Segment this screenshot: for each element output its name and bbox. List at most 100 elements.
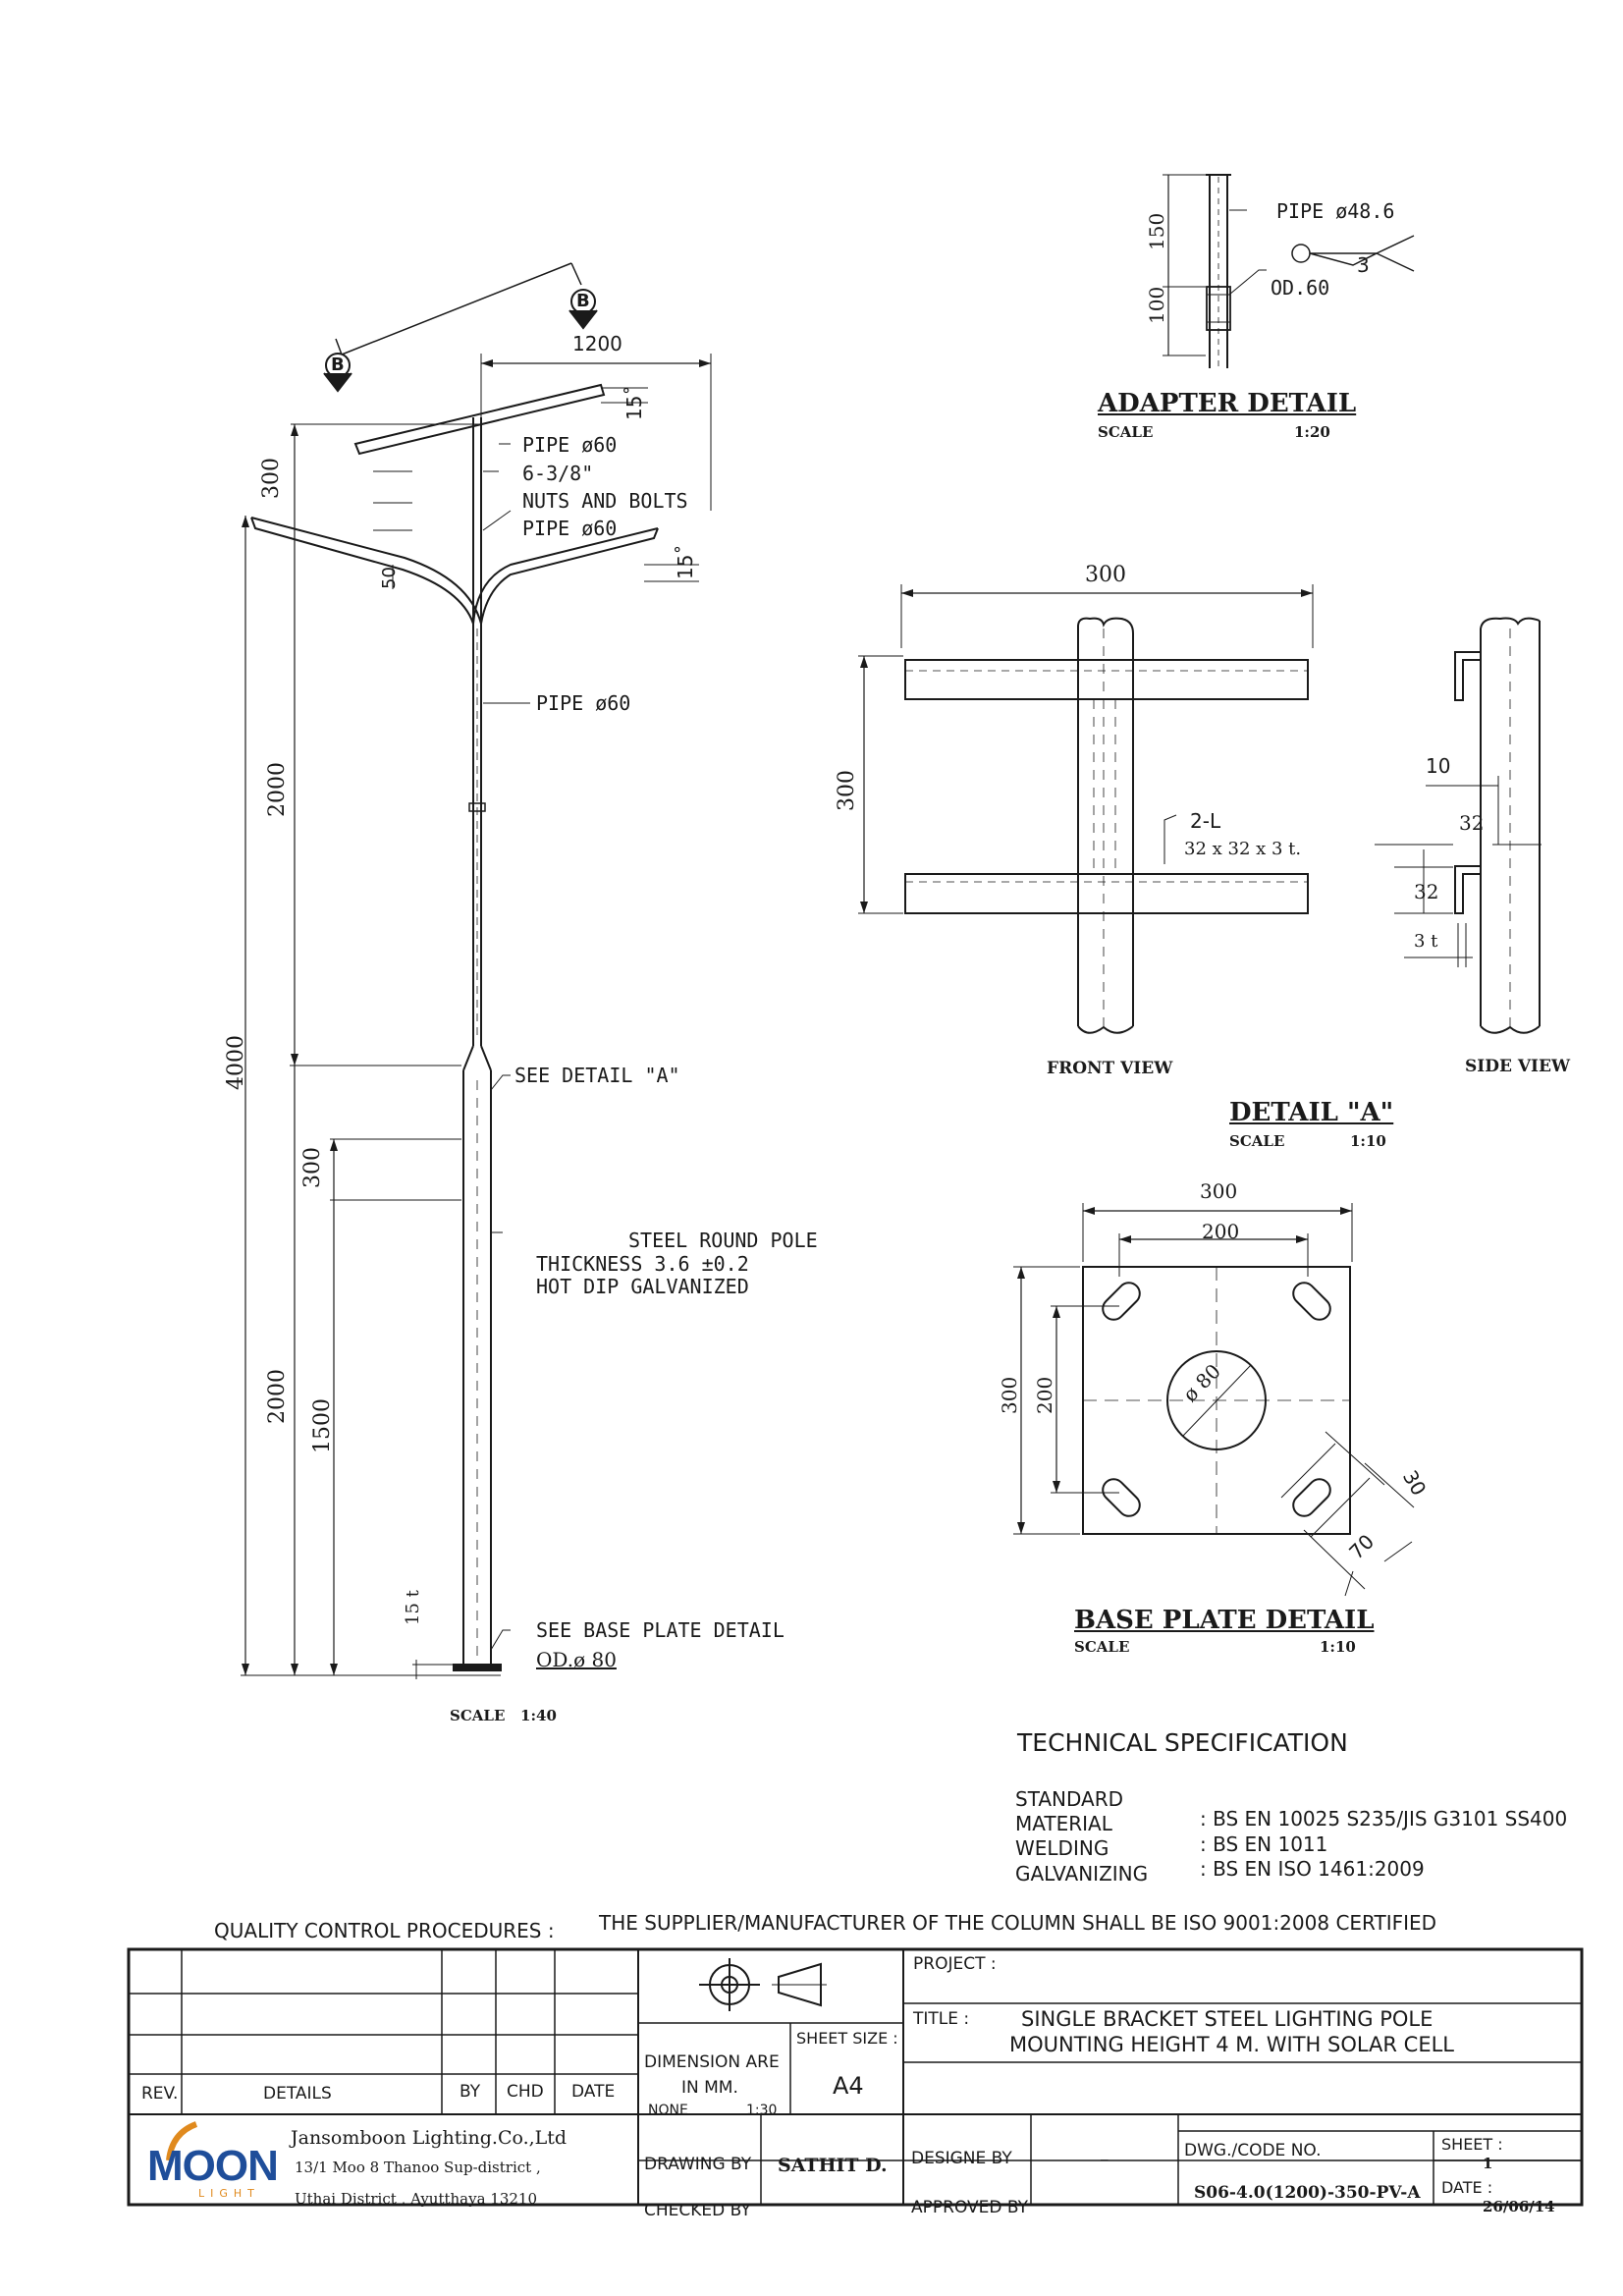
dim-mid-300: 300 [300, 1147, 325, 1188]
adapter-od-label: OD.60 [1271, 276, 1330, 300]
dim-lower-height: 2000 [265, 1369, 290, 1424]
dim-angle-arm: 15˚ [674, 544, 697, 579]
tech-spec-material-value: : BS EN 10025 S235/JIS G3101 SS400 [1200, 1807, 1568, 1831]
tb-title-line-1: SINGLE BRACKET STEEL LIGHTING POLE [1021, 2007, 1434, 2031]
label-pipe-lower: PIPE ø60 [536, 691, 631, 715]
tb-sheet-no: 1 [1483, 2155, 1493, 2172]
detail-a-scale-value: 1:10 [1350, 1132, 1386, 1150]
detail-a-title: DETAIL "A" [1229, 1098, 1394, 1127]
tech-spec-material-label: MATERIAL [1015, 1812, 1112, 1835]
label-pipe-top: PIPE ø60 [522, 433, 618, 457]
base-w300: 300 [1200, 1179, 1238, 1203]
adapter-drawing [1163, 174, 1415, 368]
tech-spec-welding-value: : BS EN 1011 [1200, 1832, 1328, 1856]
detail-a-front-view-label: FRONT VIEW [1047, 1059, 1173, 1078]
tech-spec-standard-label: STANDARD [1015, 1787, 1124, 1811]
tb-date-label: DATE : [1441, 2178, 1493, 2197]
tb-scale: 1:30 [746, 2103, 778, 2118]
qc-label: QUALITY CONTROL PROCEDURES : [214, 1919, 555, 1942]
tb-title-label: TITLE : [913, 2009, 970, 2029]
detail-a-side-view-label: SIDE VIEW [1465, 1057, 1571, 1076]
dim-total-height: 4000 [224, 1035, 248, 1090]
tech-spec-welding-label: WELDING [1015, 1836, 1109, 1860]
tb-approved-by-label: APPROVED BY [911, 2198, 1029, 2217]
label-see-detail-a: SEE DETAIL "A" [514, 1064, 680, 1087]
tb-by: BY [460, 2082, 481, 2102]
label-od-80: OD.ø 80 [536, 1648, 617, 1671]
section-b-left-label: B [331, 355, 345, 375]
detail-a-width: 300 [1085, 563, 1126, 587]
tb-rev: REV. [141, 2084, 179, 2104]
detail-a-angle-size: 32 x 32 x 3 t. [1184, 839, 1302, 859]
tb-design-by: – [1100, 2149, 1109, 2170]
tb-design-by-label: DESIGNE BY [911, 2149, 1012, 2168]
tb-sheet-size: A4 [833, 2072, 864, 2100]
title-block-frame [127, 1947, 1584, 2207]
base-h300: 300 [998, 1376, 1021, 1414]
tb-company-name: Jansomboon Lighting.Co.,Ltd [291, 2127, 568, 2149]
dim-lower-1500: 1500 [310, 1398, 335, 1453]
qc-text: THE SUPPLIER/MANUFACTURER OF THE COLUMN … [599, 1911, 1437, 1935]
tb-dwg-code: S06-4.0(1200)-350-PV-A [1194, 2183, 1421, 2203]
detail-a-front-view [858, 584, 1314, 1034]
tb-address-1: 13/1 Moo 8 Thanoo Sup-district , [295, 2159, 541, 2176]
label-nuts-and-bolts: NUTS AND BOLTS [522, 489, 688, 513]
tb-drawing-by: SATHIT D. [778, 2155, 888, 2176]
dim-width-1200: 1200 [572, 332, 622, 355]
tech-spec-galvanizing-value: : BS EN ISO 1461:2009 [1200, 1857, 1425, 1881]
tb-sheet-label: SHEET : [1441, 2135, 1503, 2154]
adapter-pipe-label: PIPE ø48.6 [1276, 199, 1395, 223]
label-bolts-size: 6-3/8" [522, 462, 594, 485]
tb-none: NONE [648, 2103, 688, 2118]
detail-a-side-32a: 32 [1459, 811, 1485, 835]
tb-date-value: 26/06/14 [1483, 2198, 1555, 2215]
adapter-dim-150: 150 [1145, 212, 1168, 250]
dim-upper-height: 2000 [265, 762, 290, 817]
detail-a-side-3t: 3 t [1414, 931, 1438, 952]
tb-date: DATE [571, 2082, 616, 2102]
detail-a-angle-label: 2-L [1190, 809, 1221, 833]
tb-details: DETAILS [263, 2084, 332, 2104]
base-h200: 200 [1033, 1376, 1056, 1414]
tb-title-line-2: MOUNTING HEIGHT 4 M. WITH SOLAR CELL [1009, 2033, 1454, 2056]
adapter-weld-size: 3 [1357, 253, 1370, 277]
adapter-scale-label: SCALE [1098, 423, 1154, 441]
dim-base-15t: 15 t [403, 1590, 423, 1625]
logo-text: MOON [147, 2142, 279, 2190]
base-plate-scale-value: 1:10 [1320, 1638, 1356, 1656]
logo-subtext: LIGHT [198, 2187, 260, 2200]
tb-sheet-size-label: SHEET SIZE : [796, 2029, 898, 2048]
base-plate-title: BASE PLATE DETAIL [1074, 1606, 1375, 1635]
section-b-right-label: B [576, 291, 590, 311]
detail-a-scale-label: SCALE [1229, 1132, 1285, 1150]
detail-a-side-view [1375, 617, 1542, 1034]
tb-drawing-by-label: DRAWING BY [644, 2155, 752, 2174]
detail-a-side-10: 10 [1426, 754, 1451, 778]
tb-dimension-2: IN MM. [681, 2078, 738, 2098]
pole-drawing [241, 262, 712, 1679]
tb-chd: CHD [507, 2082, 544, 2102]
tb-dimension-1: DIMENSION ARE [644, 2052, 780, 2072]
tb-checked-by-label: CHECKED BY [644, 2201, 751, 2220]
tech-spec-galvanizing-label: GALVANIZING [1015, 1862, 1149, 1886]
base-w200: 200 [1202, 1220, 1240, 1243]
base-plate-scale-label: SCALE [1074, 1638, 1130, 1656]
label-steel-round-pole: STEEL ROUND POLE [628, 1229, 818, 1252]
label-see-base-plate: SEE BASE PLATE DETAIL [536, 1618, 784, 1642]
tb-project-label: PROJECT : [913, 1954, 997, 1974]
dim-offset-50: 50 [379, 567, 400, 589]
adapter-title: ADAPTER DETAIL [1098, 389, 1357, 418]
detail-a-side-32b: 32 [1414, 880, 1439, 903]
tb-address-2: Uthai District , Ayutthaya 13210 [295, 2190, 538, 2208]
label-thickness: THICKNESS 3.6 ±0.2 [536, 1252, 749, 1276]
dim-angle-top: 15˚ [622, 385, 646, 420]
label-hot-dip: HOT DIP GALVANIZED [536, 1275, 749, 1298]
tech-spec-title: TECHNICAL SPECIFICATION [1017, 1728, 1348, 1757]
adapter-dim-100: 100 [1145, 286, 1168, 324]
company-logo [166, 2121, 198, 2161]
projection-symbol-icon [699, 1958, 827, 2011]
adapter-scale-value: 1:20 [1294, 423, 1330, 441]
pole-scale: SCALE 1:40 [450, 1707, 557, 1724]
